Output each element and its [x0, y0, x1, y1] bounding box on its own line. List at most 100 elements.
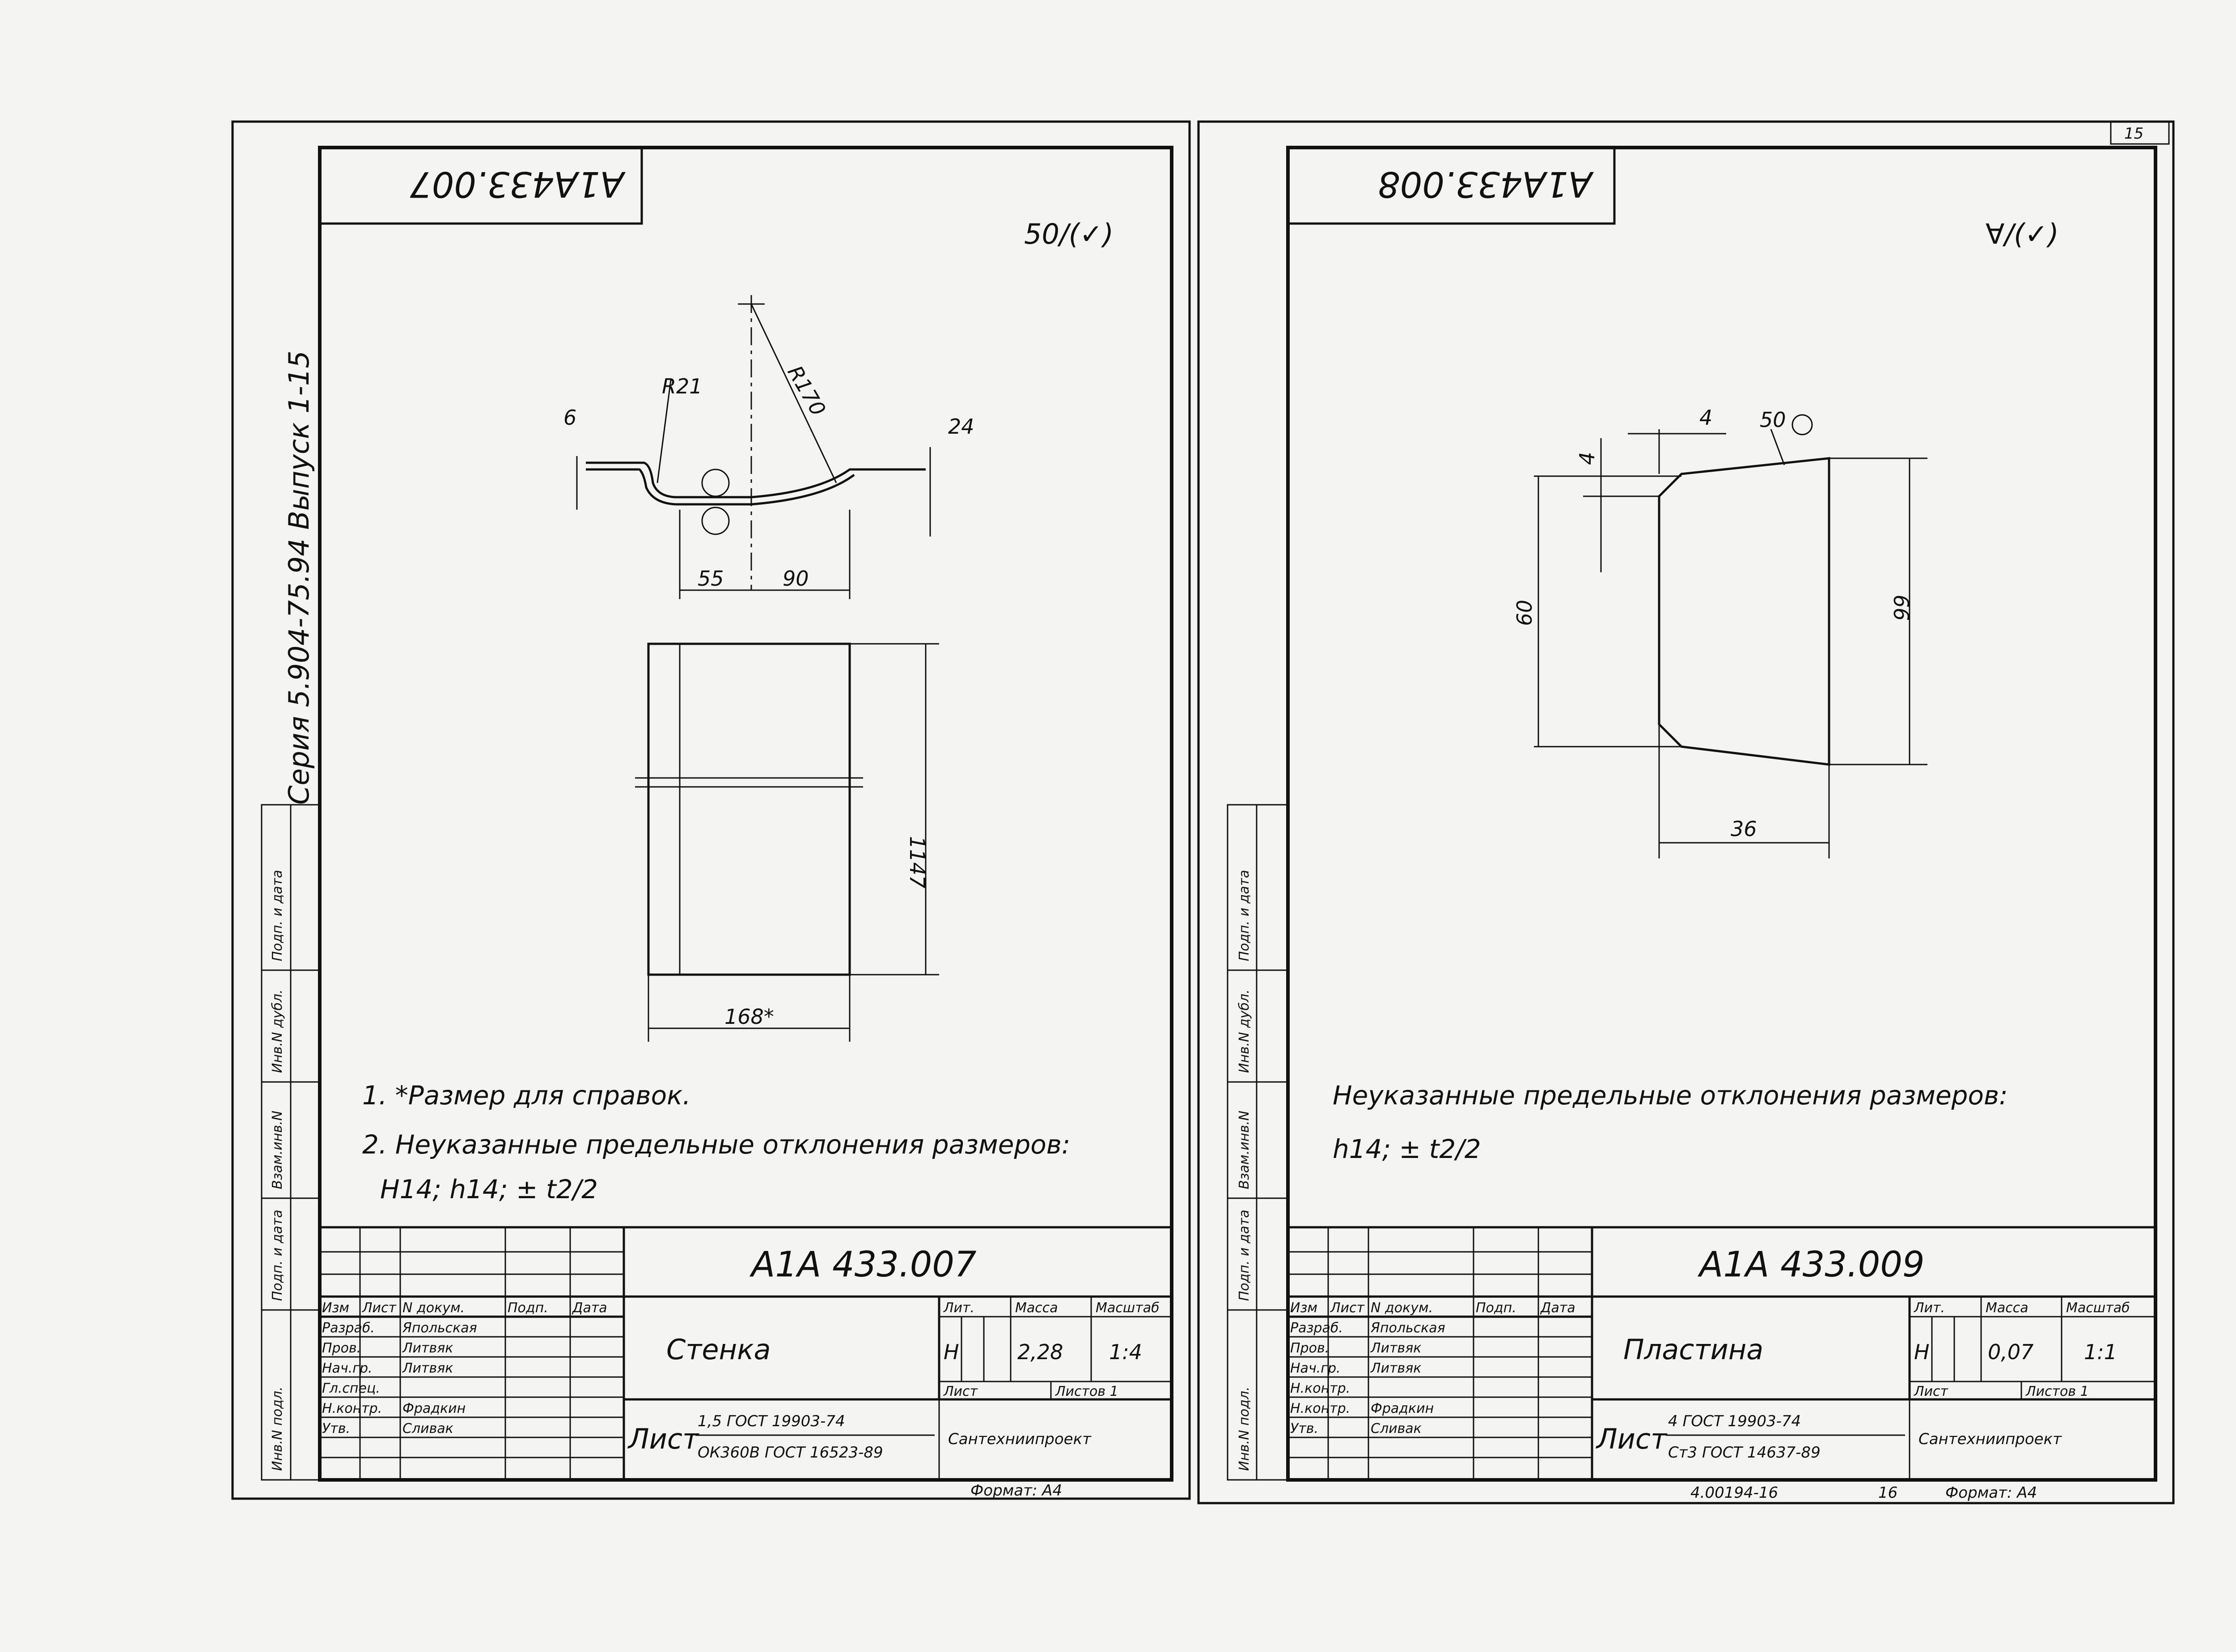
svg-text:Фрадкин: Фрадкин — [1371, 1401, 1434, 1416]
svg-text:Масштаб: Масштаб — [2066, 1300, 2130, 1316]
svg-text:Подп. и дата: Подп. и дата — [270, 1210, 285, 1301]
right-side-stamp: Инв.N подл. Подп. и дата Взам.инв.N Инв.… — [1227, 804, 1289, 1481]
svg-text:Литвяк: Литвяк — [402, 1360, 453, 1376]
svg-text:1147: 1147 — [905, 836, 929, 888]
svg-text:Листов 1: Листов 1 — [1055, 1384, 1118, 1399]
svg-text:Сливак: Сливак — [402, 1421, 453, 1437]
svg-text:2. Неуказанные предельные откл: 2. Неуказанные предельные отклонения раз… — [362, 1129, 1070, 1160]
left-drawing-code: A1A 433.007 — [749, 1245, 977, 1285]
svg-text:24: 24 — [948, 414, 974, 439]
svg-text:Лист: Лист — [1330, 1300, 1365, 1316]
svg-text:Н: Н — [1914, 1340, 1930, 1364]
svg-text:Масса: Масса — [1986, 1300, 2028, 1316]
svg-text:Масштаб: Масштаб — [1096, 1300, 1160, 1316]
svg-text:Н.контр.: Н.контр. — [1290, 1401, 1350, 1416]
svg-text:Литвяк: Литвяк — [1370, 1360, 1421, 1376]
right-drawing: A1A433.008 ∀/(✓) Инв.N подл. Подп. и дат… — [1227, 146, 2157, 1502]
footer-code: 4.00194-16 — [1690, 1484, 1778, 1502]
svg-text:Подп. и дата: Подп. и дата — [1237, 870, 1252, 961]
svg-text:Япольская: Япольская — [402, 1320, 477, 1336]
svg-text:6: 6 — [563, 406, 576, 430]
left-stamp-box — [318, 146, 643, 225]
svg-text:Нач.гр.: Нач.гр. — [1290, 1360, 1341, 1376]
svg-text:Япольская: Япольская — [1370, 1320, 1445, 1336]
svg-text:Инв.N дубл.: Инв.N дубл. — [270, 989, 285, 1073]
right-stamp-box — [1287, 146, 1616, 225]
svg-text:Инв.N дубл.: Инв.N дубл. — [1237, 989, 1252, 1073]
svg-text:Подп. и дата: Подп. и дата — [270, 870, 285, 961]
left-plan-view: 1147 168* — [635, 642, 939, 1042]
right-notes: Неуказанные предельные отклонения размер… — [1333, 1080, 2008, 1164]
svg-text:Лист: Лист — [1596, 1423, 1668, 1455]
svg-text:Лист: Лист — [943, 1384, 978, 1399]
svg-text:R21: R21 — [662, 374, 703, 398]
svg-text:Неуказанные предельные отклоне: Неуказанные предельные отклонения размер… — [1333, 1080, 2008, 1111]
svg-text:ОК360В ГОСТ 16523-89: ОК360В ГОСТ 16523-89 — [698, 1444, 883, 1462]
svg-text:0,07: 0,07 — [1988, 1340, 2033, 1364]
svg-text:4: 4 — [1575, 452, 1599, 465]
svg-text:R170: R170 — [783, 362, 830, 420]
svg-text:1. *Размер для справок.: 1. *Размер для справок. — [362, 1080, 691, 1111]
svg-text:4 ГОСТ 19903-74: 4 ГОСТ 19903-74 — [1668, 1412, 1801, 1430]
left-side-stamp: Инв.N подл. Подп. и дата Взам.инв.N Инв.… — [261, 804, 321, 1481]
svg-text:Инв.N подл.: Инв.N подл. — [1237, 1386, 1252, 1471]
svg-text:Гл.спец.: Гл.спец. — [322, 1381, 380, 1396]
svg-text:Лист: Лист — [1914, 1384, 1949, 1399]
svg-text:Инв.N подл.: Инв.N подл. — [270, 1386, 285, 1471]
left-title-block: Изм Лист N докум. Подп. Дата Разраб. Про… — [318, 1226, 1173, 1500]
right-title-block: Изм Лист N докум. Подп. Дата Разраб. Про… — [1287, 1226, 2157, 1502]
svg-text:66: 66 — [1889, 595, 1913, 621]
svg-text:Литвяк: Литвяк — [402, 1340, 453, 1356]
svg-text:h14; ± t2/2: h14; ± t2/2 — [1333, 1134, 1481, 1164]
left-drawing: A1A433.007 50/(✓) Серия 5.904-75.94 Выпу… — [261, 146, 1173, 1500]
svg-text:Формат: А4: Формат: А4 — [970, 1482, 1062, 1500]
svg-text:Лист: Лист — [627, 1423, 699, 1455]
svg-text:Изм: Изм — [1290, 1300, 1317, 1316]
svg-text:H14; h14; ± t2/2: H14; h14; ± t2/2 — [380, 1174, 598, 1204]
svg-text:Подп. и дата: Подп. и дата — [1237, 1210, 1252, 1301]
footer-page: 16 — [1878, 1484, 1897, 1502]
right-plate-view: 4 4 50 60 66 36 — [1512, 406, 1927, 858]
svg-text:Н: Н — [944, 1340, 959, 1364]
svg-text:Лит.: Лит. — [943, 1300, 974, 1316]
svg-text:Листов 1: Листов 1 — [2025, 1384, 2089, 1399]
svg-text:90: 90 — [783, 566, 809, 591]
svg-text:Нач.гр.: Нач.гр. — [322, 1360, 373, 1376]
left-part-name: Стенка — [666, 1333, 771, 1366]
page-number-box — [2110, 121, 2170, 145]
svg-text:Формат: А4: Формат: А4 — [1945, 1484, 2037, 1502]
left-notes: 1. *Размер для справок. 2. Неуказанные п… — [362, 1080, 1070, 1204]
svg-text:Пров.: Пров. — [322, 1340, 361, 1356]
svg-text:Изм: Изм — [322, 1300, 349, 1316]
right-sheet-outer-frame — [1197, 120, 2175, 1504]
left-stamp-code: A1A433.007 — [410, 164, 626, 204]
svg-text:1:1: 1:1 — [2084, 1340, 2117, 1364]
svg-text:Взам.инв.N: Взам.инв.N — [270, 1111, 285, 1189]
svg-text:55: 55 — [698, 566, 724, 591]
series-label: Серия 5.904-75.94 Выпуск 1-15 — [283, 351, 315, 805]
svg-text:Лит.: Лит. — [1914, 1300, 1945, 1316]
svg-text:Разраб.: Разраб. — [1290, 1320, 1343, 1336]
svg-text:Ст3 ГОСТ 14637-89: Ст3 ГОСТ 14637-89 — [1668, 1444, 1821, 1462]
svg-text:Утв.: Утв. — [322, 1421, 350, 1437]
svg-text:Дата: Дата — [1540, 1300, 1575, 1316]
svg-text:Утв.: Утв. — [1290, 1421, 1318, 1437]
svg-text:Взам.инв.N: Взам.инв.N — [1237, 1111, 1252, 1189]
right-stamp-code: A1A433.008 — [1378, 164, 1594, 204]
svg-text:Сантехниипроект: Сантехниипроект — [948, 1430, 1092, 1448]
left-sheet-outer-frame — [231, 120, 1191, 1500]
svg-text:Н.контр.: Н.контр. — [322, 1401, 382, 1416]
svg-text:Подп.: Подп. — [508, 1300, 548, 1316]
svg-text:Разраб.: Разраб. — [322, 1320, 375, 1336]
right-part-name: Пластина — [1623, 1333, 1763, 1366]
svg-text:Масса: Масса — [1015, 1300, 1058, 1316]
svg-text:1,5 ГОСТ 19903-74: 1,5 ГОСТ 19903-74 — [698, 1412, 845, 1430]
svg-text:2,28: 2,28 — [1017, 1340, 1063, 1364]
svg-text:Сантехниипроект: Сантехниипроект — [1918, 1430, 2062, 1448]
page-number: 15 — [2124, 125, 2143, 143]
svg-text:4: 4 — [1699, 406, 1712, 430]
left-inner-frame — [318, 146, 1173, 1482]
left-roughness-symbol: 50/(✓) — [1024, 218, 1114, 250]
